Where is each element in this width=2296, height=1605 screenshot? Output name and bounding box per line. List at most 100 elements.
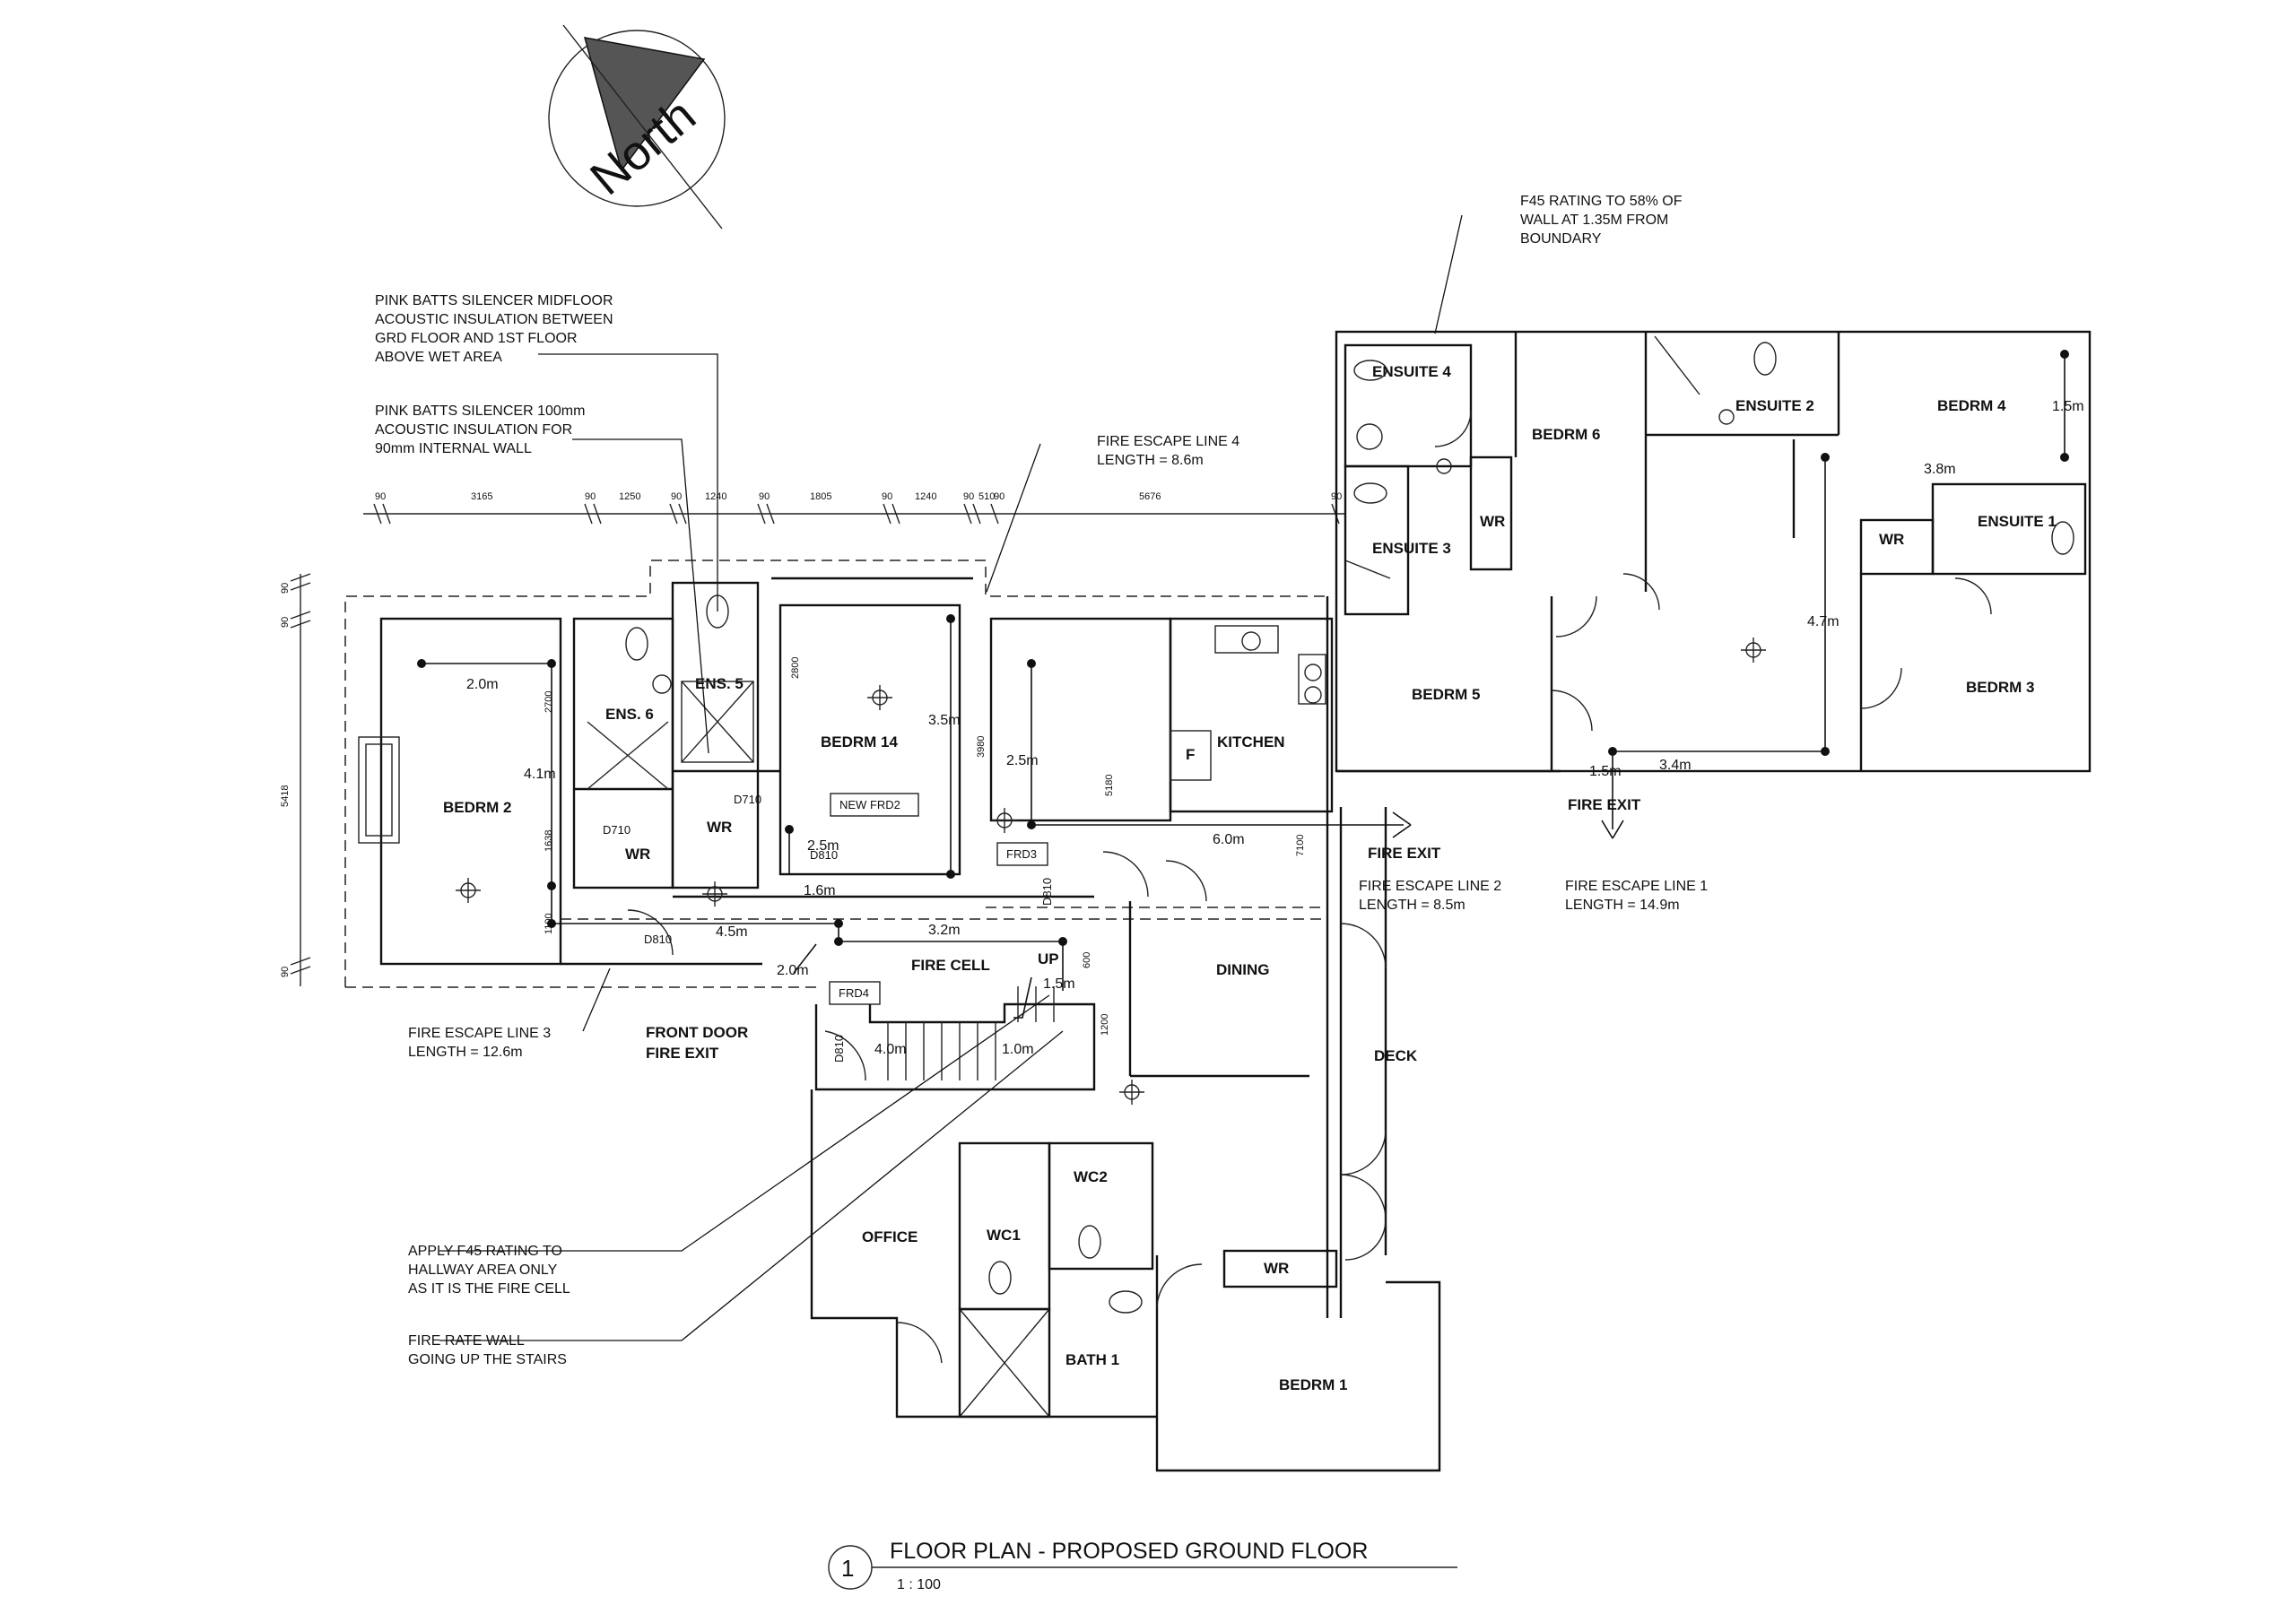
note-escape3-line-1: FIRE ESCAPE LINE 3 [408,1026,551,1041]
note-fire-rate-wall-line-2: GOING UP THE STAIRS [408,1352,567,1367]
note-hallway-line-2: HALLWAY AREA ONLY [408,1262,558,1278]
dim-top-6: 90 [759,491,770,502]
room-wr-e: WR [1879,531,1904,548]
note-midfloor-line-4: ABOVE WET AREA [375,350,502,365]
dim-top-9: 1240 [915,491,936,502]
note-100mm-line-2: ACOUSTIC INSULATION FOR [375,422,572,438]
note-100mm-line-1: PINK BATTS SILENCER 100mm [375,403,585,419]
room-wr-a: WR [625,846,650,863]
dim-top-3: 1250 [619,491,640,502]
meas-line2-segment: 6.0m [1213,832,1245,847]
measurements: 2.0m 4.1m 2.5m 3.5m 2.5m 1.6m 4.5m 3.2m … [466,399,2084,1057]
room-wr-d: WR [1480,513,1505,530]
meas-stair-a: 1.5m [1043,976,1075,992]
meas-stair-c: 1.0m [1002,1042,1034,1057]
note-midfloor-line-3: GRD FLOOR AND 1ST FLOOR [375,331,578,346]
meas-line4-segment: 2.5m [1006,753,1039,768]
room-bedrm-2: BEDRM 2 [443,799,512,816]
meas-stair-b: 4.0m [874,1042,907,1057]
meas-corridor-b: 4.5m [716,924,748,940]
note-escape1-line-2: LENGTH = 14.9m [1565,898,1680,913]
room-labels: BEDRM 2 ENS. 6 ENS. 5 WR WR BEDRM 14 KIT… [443,363,2057,1393]
room-bedrm-5: BEDRM 5 [1412,686,1481,703]
meas-line1-a: 1.5m [1589,764,1622,779]
dim-top-8: 90 [882,491,892,502]
note-escape4-line-1: FIRE ESCAPE LINE 4 [1097,434,1239,449]
meas-bedrm2-depth: 4.1m [524,767,556,782]
note-midfloor-line-2: ACOUSTIC INSULATION BETWEEN [375,312,613,327]
door-tag-d810-a: D810 [810,848,838,862]
room-ens-6: ENS. 6 [605,706,654,723]
note-f45-line-3: BOUNDARY [1520,231,1602,247]
title-number: 1 [841,1555,854,1582]
light-markers [456,638,1766,1105]
room-bedrm-3: BEDRM 3 [1966,679,2035,696]
door-tag-d810-d: D810 [832,1035,846,1063]
room-wc1: WC1 [987,1227,1021,1244]
note-escape2-line-2: LENGTH = 8.5m [1359,898,1465,913]
inner-dimensions: 2700 2800 3980 5180 7100 1638 1100 600 1… [544,657,1306,1036]
drawing-scale: 1 : 100 [897,1577,941,1592]
top-dimension-string: 90 3165 90 1250 90 1240 90 1805 90 1240 … [363,491,1345,525]
note-fire-exit-west: FIRE EXIT [1368,845,1441,862]
dim-top-11: 510 [978,491,995,502]
note-escape3-line-2: LENGTH = 12.6m [408,1045,523,1060]
note-f45-line-1: F45 RATING TO 58% OF [1520,194,1683,209]
room-bedrm-14: BEDRM 14 [821,733,899,750]
escape-nodes [417,350,2069,946]
door-tag-d810-c: D810 [1040,878,1054,906]
note-front-door-line-2: FIRE EXIT [646,1045,719,1062]
dim-top-2: 90 [585,491,596,502]
fire-escape-lines [422,354,2066,1019]
dim-top-12: 90 [994,491,1004,502]
dim-inner-7: 600 [1082,952,1092,968]
sanitary-fixtures [625,342,2074,1314]
dim-top-10: 90 [963,491,974,502]
meas-corridor-c: 3.2m [928,923,961,938]
door-tag-new-frd2: NEW FRD2 [839,798,900,811]
dim-inner-2: 3980 [976,736,987,758]
meas-bedrm4-b: 1.5m [2052,399,2084,414]
dim-inner-8: 1200 [1100,1014,1110,1036]
door-tag-d810-b: D810 [644,933,672,946]
note-fire-exit-east: FIRE EXIT [1568,796,1641,813]
dim-top-4: 90 [671,491,682,502]
title-block: 1 FLOOR PLAN - PROPOSED GROUND FLOOR 1 :… [828,1539,1457,1592]
note-f45-line-2: WALL AT 1.35M FROM [1520,213,1668,228]
room-kitchen: KITCHEN [1217,733,1285,750]
note-fire-rate-wall-line-1: FIRE RATE WALL [408,1333,525,1349]
note-escape2-line-1: FIRE ESCAPE LINE 2 [1359,879,1501,894]
note-escape4-line-2: LENGTH = 8.6m [1097,453,1204,468]
dim-left-0: 90 [280,617,291,628]
room-ensuite-4: ENSUITE 4 [1372,363,1451,380]
room-fire-cell: FIRE CELL [911,957,990,974]
meas-bedrm4-a: 3.8m [1924,462,1956,477]
door-tag-frd3: FRD3 [1006,847,1037,861]
dim-top-7: 1805 [810,491,831,502]
meas-line1-b: 3.4m [1659,758,1692,773]
door-tag-frd4: FRD4 [839,986,869,1000]
dim-left-1: 90 [280,583,291,594]
room-bedrm-4: BEDRM 4 [1937,397,2006,414]
note-100mm-line-3: 90mm INTERNAL WALL [375,441,532,456]
room-ensuite-1: ENSUITE 1 [1978,513,2057,530]
meas-bedrm14-depth: 3.5m [928,713,961,728]
left-dimension-string: 90 90 5418 90 [280,573,311,986]
room-bath-1: BATH 1 [1065,1351,1119,1368]
room-ensuite-3: ENSUITE 3 [1372,540,1451,557]
room-bedrm-1: BEDRM 1 [1279,1376,1348,1393]
dim-inner-6: 1100 [544,913,554,934]
dim-inner-3: 5180 [1104,775,1115,796]
meas-bedrm14-width: 2.5m [807,838,839,854]
room-ens-5: ENS. 5 [695,675,744,692]
north-arrow: North [548,24,726,230]
dim-top-13: 5676 [1139,491,1161,502]
meas-bedrm2-width: 2.0m [466,677,499,692]
room-office: OFFICE [862,1228,918,1245]
dim-top-0: 90 [375,491,386,502]
dim-left-2: 5418 [280,785,291,807]
room-ensuite-2: ENSUITE 2 [1735,397,1814,414]
walls [344,330,2092,1472]
